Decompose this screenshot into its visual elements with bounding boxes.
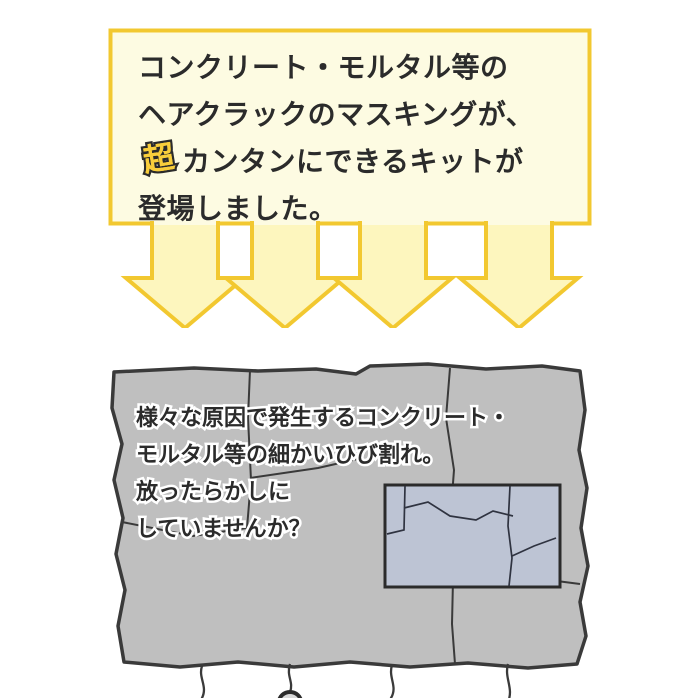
callout-line-1: コンクリート・モルタル等の [138,51,509,84]
photo-frame [383,483,562,589]
hanging-crack-markers [199,663,512,698]
callout-text-block: コンクリート・モルタル等の ヘアクラックのマスキングが、 超 超 カンタンにでき… [138,44,578,232]
callout-line-3: 超 超 カンタンにできるキットが [138,136,578,185]
photo-crack-3 [507,485,513,587]
slab-crack-6 [450,579,456,665]
crack-photo-inset [383,483,562,589]
callout-line-4: 登場しました。 [138,192,338,225]
callout-shape [108,28,592,328]
hanging-string-1 [199,665,206,698]
slab-text-block: 様々な原因で発生するコンクリート・ モルタル等の細かいひび割れ。 放ったらかしに… [134,400,586,548]
cho-badge-fill: 超 [140,138,178,179]
arrow-neck-mask-4 [488,217,550,225]
callout-box [108,28,592,226]
arrow-neck-mask-3 [362,217,424,225]
arrow-neck-mask-1 [154,217,216,225]
slab-line-4: していませんか？ [134,515,314,545]
slab-crack-3 [249,457,363,479]
slab-shape [110,362,590,698]
callout-line-2: ヘアクラックのマスキングが、 [138,98,535,131]
arrow-down-1 [120,221,250,328]
slab-crack-2 [121,521,248,538]
hanging-string-3 [389,664,395,698]
callout-panel: コンクリート・モルタル等の ヘアクラックのマスキングが、 超 超 カンタンにでき… [108,28,592,328]
arrow-neck-mask-2 [254,217,316,225]
arrow-down-2 [220,221,350,328]
photo-crack-1 [386,485,406,535]
callout-line-3-text: カンタンにできるキットが [182,145,524,178]
hanging-blob-2 [277,690,303,698]
slab-body [110,362,590,670]
arrow-down-3 [328,221,458,328]
slab-crack-1 [246,369,253,529]
cho-emphasis-badge: 超 超 [138,136,180,181]
slab-panel: 様々な原因で発生するコンクリート・ モルタル等の細かいひび割れ。 放ったらかしに… [98,358,602,698]
hanging-string-4 [505,663,512,698]
arrow-down-4 [454,221,584,328]
hanging-string-2 [287,663,293,693]
slab-line-3: 放ったらかしに [134,478,293,508]
photo-crack-4 [511,537,557,557]
slab-line-2: モルタル等の細かいひび割れ。 [134,441,447,471]
photo-crack-2 [403,501,514,521]
slab-line-1: 様々な原因で発生するコンクリート・ [134,404,513,434]
